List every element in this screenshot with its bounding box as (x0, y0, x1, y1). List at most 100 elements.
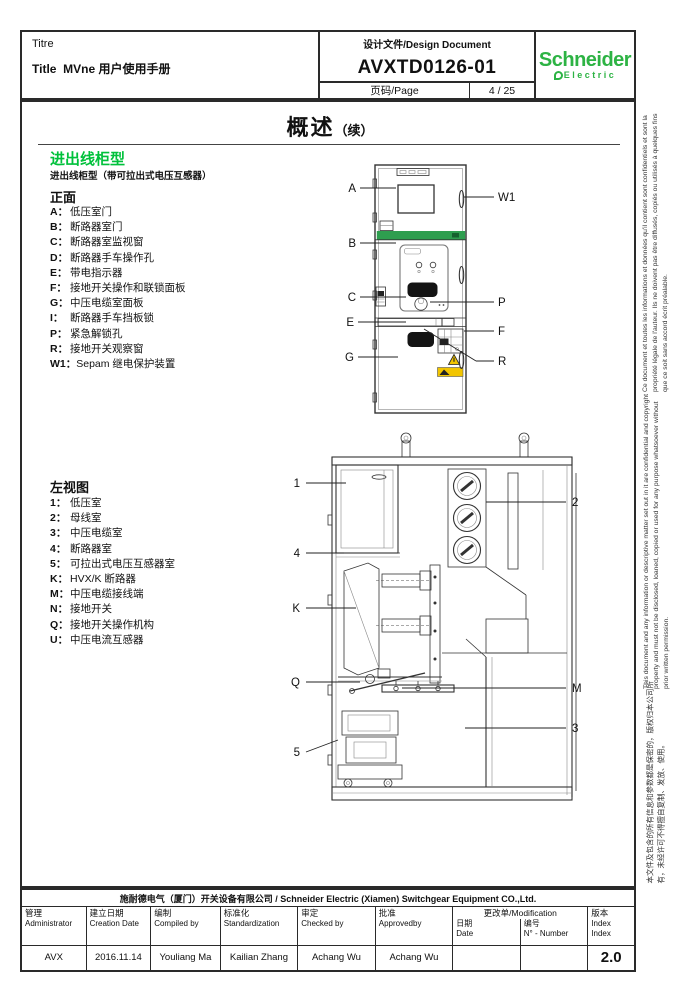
callout-c: C (348, 292, 356, 304)
interlock-panel (437, 328, 464, 354)
callout-w1: W1 (498, 192, 515, 204)
creation-date-value: 2016.11.14 (87, 946, 152, 970)
callout-m: M (572, 683, 582, 695)
logo-wordmark: Schneider (538, 49, 632, 71)
legend-item: W1：Sepam 继电保护装置 (50, 358, 176, 371)
document-number: AVXTD0126-01 (357, 57, 497, 79)
modification-values (453, 946, 589, 970)
warning-sticker (437, 367, 464, 377)
left-view-legend: 1：低压室 2：母线室 3：中压电缆室 4：断路器室 5：可拉出式电压互感器室 … (50, 496, 175, 648)
schneider-logo: Schneider Electric (536, 32, 634, 98)
callout-g: G (345, 352, 354, 364)
mod-date-value (453, 946, 521, 970)
legend-item: 2：母线室 (50, 512, 102, 525)
left-view-leader-lines (305, 482, 566, 753)
callout-a: A (348, 183, 356, 195)
index-value: 2.0 (600, 949, 622, 967)
legend-item: P：紧急解锁孔 (50, 327, 123, 340)
footer-table: 施耐德电气（厦门）开关设备有限公司 / Schneider Electric (… (20, 888, 636, 972)
vt-compartment (341, 710, 399, 736)
door-handle (458, 350, 465, 370)
left-view-callouts: 1 2 4 K Q M 3 5 (291, 478, 582, 759)
disclaimer-chinese: 本文件及包含的所有信息和参数都是保密的，版权归本公司所有，未经许可不得擅自复制、… (645, 681, 666, 884)
main-content-frame: 概述（续） 进出线柜型 进出线柜型（带可拉出式电压互感器） 正面 A：低压室门 … (20, 100, 636, 888)
callout-5: 5 (294, 747, 300, 759)
legend-item: Q：接地开关操作机构 (50, 618, 154, 631)
section-heading: 进出线柜型 (50, 151, 126, 168)
page-title-suffix: （续） (334, 123, 374, 138)
page-row: 页码/Page 4 / 25 (320, 81, 534, 98)
green-band (376, 231, 466, 240)
door-handle (458, 189, 465, 209)
titre-label: Titre (32, 38, 54, 50)
page-number: 4 / 25 (488, 84, 516, 97)
checked-by-value: Achang Wu (298, 946, 376, 970)
callout-e: E (346, 317, 354, 329)
legend-item: G：中压电缆室面板 (50, 297, 144, 310)
shutter-lock (375, 286, 386, 307)
legend-item: A：低压室门 (50, 206, 112, 218)
title-divider (38, 144, 620, 145)
left-view-title: 左视图 (50, 480, 90, 495)
standardization-value: Kailian Zhang (221, 946, 299, 970)
document-title: Title MVne 用户使用手册 (32, 60, 318, 77)
legend-item: K：HVX/K 断路器 (50, 573, 136, 586)
legend-item: E：带电指示器 (50, 266, 123, 279)
front-view-figure: A W1 B C P E F G R (345, 164, 515, 414)
nameplate (396, 168, 430, 176)
callout-q: Q (291, 677, 300, 689)
legend-item: I：断路器手车挡板锁 (50, 312, 154, 325)
operation-panel (399, 244, 449, 312)
logo-glyph-icon (553, 71, 563, 80)
header-title-cell: Titre Title MVne 用户使用手册 (22, 32, 320, 98)
front-view-drawing (372, 164, 467, 414)
disclaimer-english: This document and any information or des… (643, 393, 670, 689)
callout-p: P (498, 297, 506, 309)
front-view-callouts: A W1 B C P E F G R (345, 183, 515, 368)
busbar-compartment (447, 468, 487, 568)
disclaimer-french: Ce document et toutes les informations e… (642, 113, 669, 392)
design-document-label: 设计文件/Design Document (363, 40, 491, 52)
callout-r: R (498, 356, 506, 368)
earthing-mechanism (365, 674, 375, 684)
legend-item: C：断路器室监视窗 (50, 236, 144, 249)
legend-item: R：接地开关观察窗 (50, 342, 144, 355)
breaker-mounting-plate (429, 564, 441, 684)
left-view-figure: 1 2 4 K Q M 3 5 (291, 432, 582, 801)
front-view-title: 正面 (50, 190, 77, 205)
callout-b: B (348, 238, 356, 250)
callout-k: K (292, 603, 300, 615)
legend-item: D：断路器手车操作孔 (50, 251, 154, 264)
logo-subline: Electric (553, 71, 617, 80)
door-handle (458, 265, 465, 285)
section-subheading: 进出线柜型（带可拉出式电压互感器） (50, 171, 212, 182)
legend-item: N：接地开关 (50, 603, 112, 616)
title-value: MVne 用户使用手册 (63, 62, 171, 76)
lv-compartment (335, 464, 399, 554)
legend-item: 5：可拉出式电压互感器室 (50, 557, 175, 570)
legend-item: 4：断路器室 (50, 542, 112, 555)
page-title-main: 概述 (286, 115, 335, 140)
admin-value: AVX (22, 946, 87, 970)
left-view-drawing (327, 432, 577, 801)
front-view-legend: A：低压室门 B：断路器室门 C：断路器室监视窗 D：断路器手车操作孔 E：带电… (50, 205, 186, 372)
callout-4: 4 (294, 548, 301, 560)
legend-item: F：接地开关操作和联锁面板 (50, 282, 186, 295)
callout-3: 3 (572, 723, 578, 735)
page-title: 概述（续） (22, 110, 638, 142)
company-name: 施耐德电气（厦门）开关设备有限公司 / Schneider Electric (… (22, 890, 634, 907)
compiled-by-value: Youliang Ma (151, 946, 221, 970)
callout-2: 2 (572, 497, 578, 509)
page-label: 页码/Page (320, 83, 470, 98)
legend-item: U：中压电流互感器 (50, 633, 144, 646)
